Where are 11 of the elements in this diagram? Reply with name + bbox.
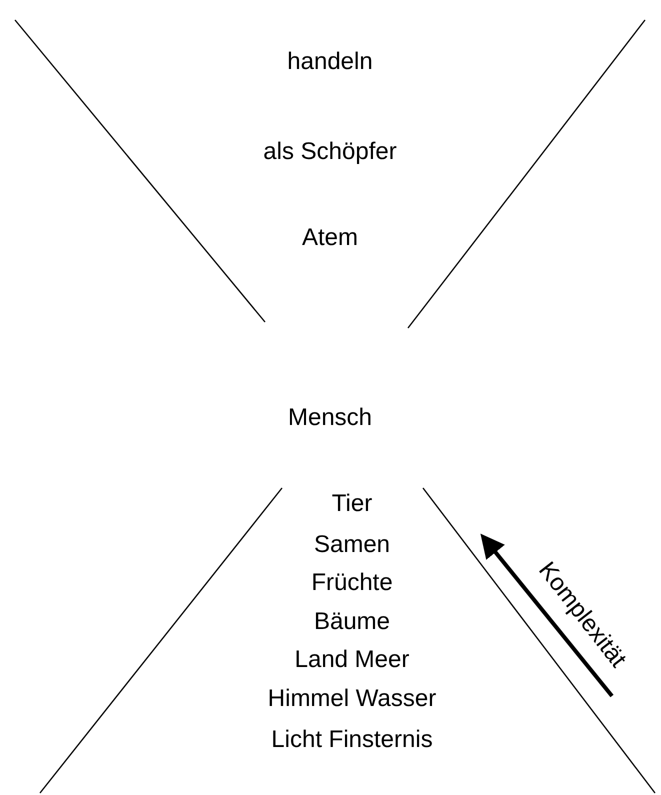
level-label: Licht Finsternis (271, 725, 433, 755)
level-label: Bäume (314, 607, 390, 637)
level-label: Früchte (311, 568, 393, 598)
level-label: Mensch (288, 403, 372, 433)
level-label: Land Meer (294, 645, 410, 675)
level-label: Tier (332, 489, 372, 519)
level-label: als Schöpfer (263, 137, 397, 167)
level-label: Atem (302, 223, 358, 253)
level-label: handeln (287, 47, 373, 77)
level-label: Himmel Wasser (268, 684, 436, 714)
level-label: Samen (314, 530, 390, 560)
